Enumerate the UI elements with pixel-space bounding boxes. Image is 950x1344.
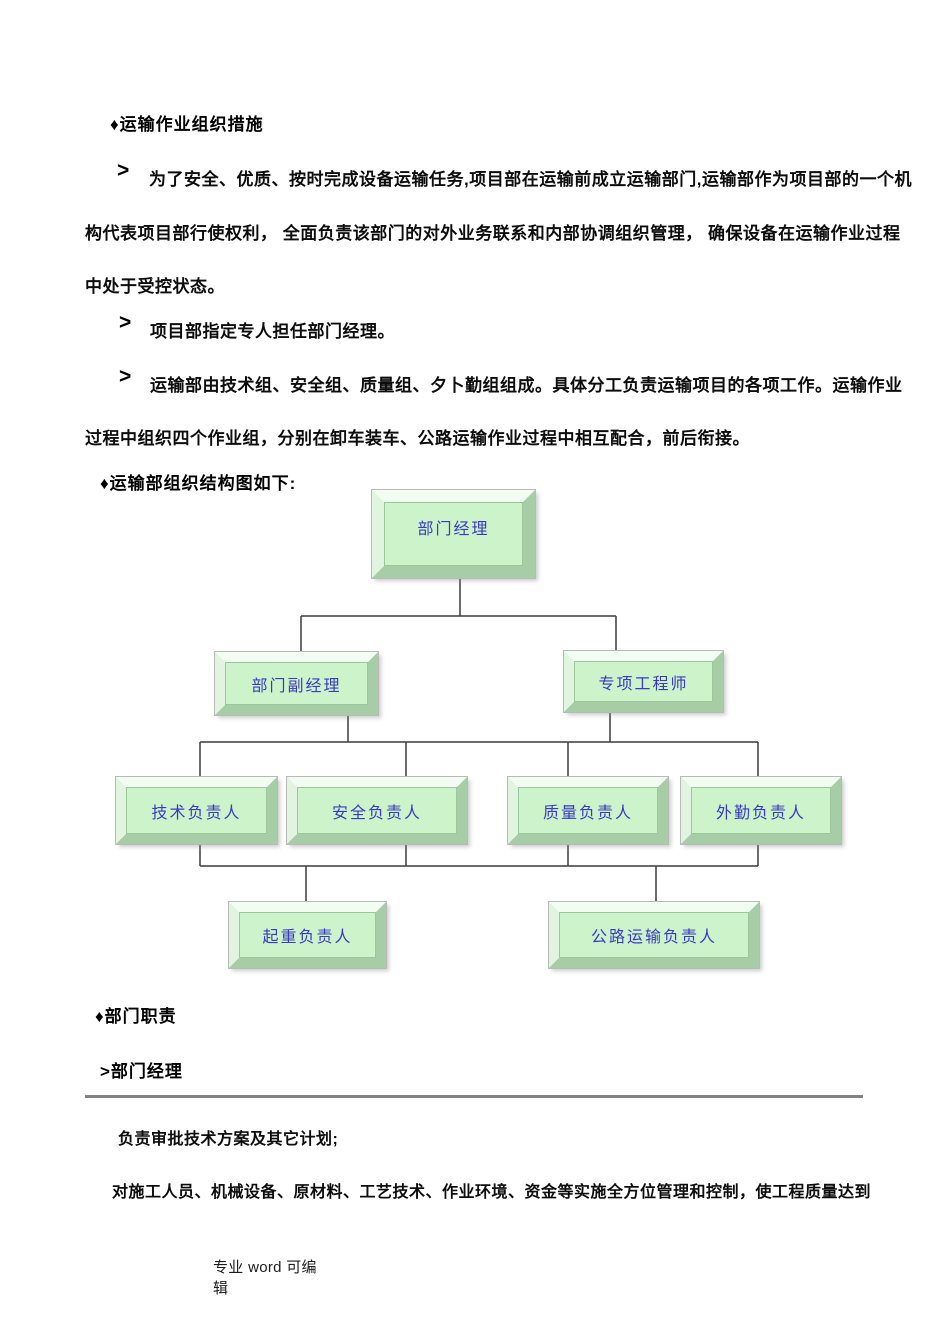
org-box-field-lead: 外勤负责人 (680, 776, 842, 845)
heading-department-duties: ♦部门职责 (95, 1007, 177, 1026)
paragraph-line: 为了安全、优质、按时完成设备运输任务,项目部在运输前成立运输部门,运输部作为项目… (149, 170, 912, 189)
heading-role-manager: >部门经理 (100, 1062, 183, 1081)
footer-watermark: 专业 word 可编 辑 (213, 1257, 317, 1299)
paragraph-line: 负责审批技术方案及其它计划; (118, 1131, 339, 1148)
footer-line: 专业 word 可编 (213, 1259, 317, 1276)
heading-org-chart-intro: ♦运输部组织结构图如下: (100, 474, 297, 493)
paragraph-line: 对施工人员、机械设备、原材料、工艺技术、作业环境、资金等实施全方位管理和控制，使… (112, 1184, 872, 1201)
bullet-icon: > (119, 365, 132, 388)
org-box-label: 专项工程师 (598, 675, 689, 693)
org-box-label: 部门经理 (417, 521, 490, 538)
org-box-label: 质量负责人 (542, 804, 633, 822)
org-box-special-engineer: 专项工程师 (563, 650, 724, 713)
org-box-safety-lead: 安全负责人 (286, 776, 468, 845)
org-box-label: 安全负责人 (331, 804, 422, 822)
paragraph-line: 项目部指定专人担任部门经理。 (150, 322, 395, 341)
org-box-manager: 部门经理 (371, 489, 536, 579)
section-divider (85, 1095, 863, 1098)
org-box-tech-lead: 技术负责人 (115, 776, 278, 845)
org-box-label: 外勤负责人 (715, 804, 806, 822)
org-box-label: 部门副经理 (251, 677, 342, 695)
org-box-lifting-lead: 起重负责人 (228, 901, 387, 969)
paragraph-line: 过程中组织四个作业组，分别在卸车装车、公路运输作业过程中相互配合，前后衔接。 (85, 429, 750, 448)
org-box-road-transport-lead: 公路运输负责人 (548, 901, 760, 969)
bullet-icon: > (119, 311, 132, 334)
org-box-label: 起重负责人 (262, 929, 353, 946)
org-box-label: 技术负责人 (151, 804, 242, 822)
paragraph-line: 构代表项目部行使权利， 全面负责该部门的对外业务联系和内部协调组织管理， 确保设… (85, 224, 901, 243)
paragraph-line: 中处于受控状态。 (85, 277, 225, 296)
org-box-deputy-manager: 部门副经理 (214, 651, 379, 716)
paragraph-line: 运输部由技术组、安全组、质量组、夕卜勤组组成。具体分工负责运输项目的各项工作。运… (150, 376, 903, 395)
org-box-quality-lead: 质量负责人 (507, 776, 669, 845)
heading-transport-measures: ♦运输作业组织措施 (110, 115, 264, 134)
org-box-label: 公路运输负责人 (590, 929, 717, 946)
bullet-icon: > (117, 159, 130, 182)
footer-line: 辑 (213, 1280, 229, 1297)
